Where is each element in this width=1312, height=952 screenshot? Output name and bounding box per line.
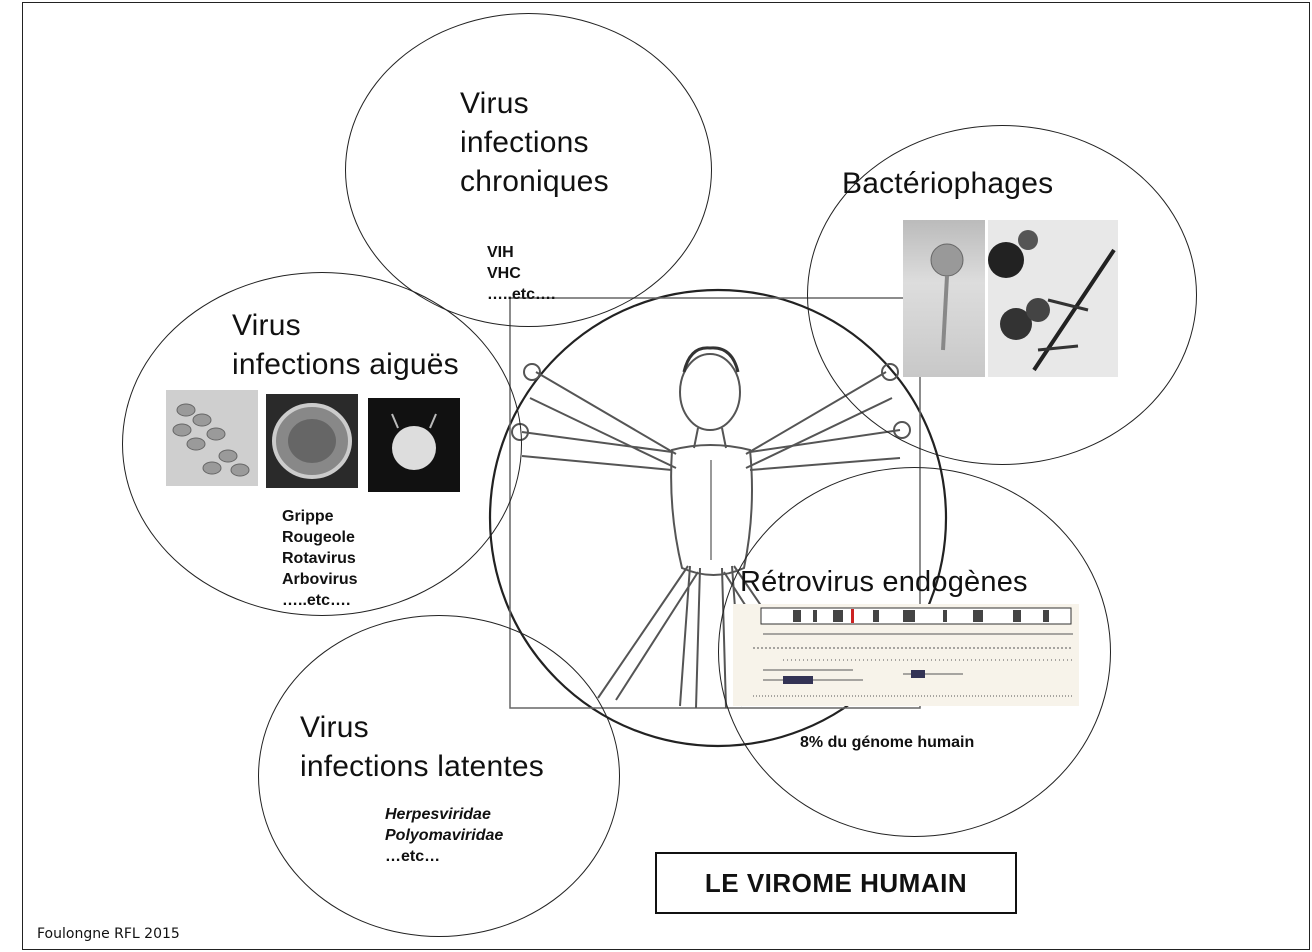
acute-item: Arbovirus	[282, 569, 358, 590]
acute-title-line-2: infections aiguës	[232, 345, 459, 384]
acute-item: Rotavirus	[282, 548, 358, 569]
acute-virus-micrograph-2	[266, 394, 358, 488]
acute-title: Virus infections aiguës	[232, 306, 459, 384]
acute-item: Grippe	[282, 506, 358, 527]
bacteriophage-micrograph-2	[988, 220, 1118, 377]
latent-title-line-2: infections latentes	[300, 747, 544, 786]
source-credit: Foulongne RFL 2015	[37, 926, 180, 942]
retrovirus-note: 8% du génome humain	[800, 732, 974, 753]
chronic-title-line-3: chroniques	[460, 162, 609, 201]
acute-item: Rougeole	[282, 527, 358, 548]
acute-item: …..etc….	[282, 590, 358, 611]
chronic-title: Virus infections chroniques	[460, 84, 609, 201]
chronic-items: VIH VHC …..etc….	[487, 242, 555, 305]
bacteriophage-micrograph-1	[903, 220, 985, 377]
acute-items: Grippe Rougeole Rotavirus Arbovirus …..e…	[282, 506, 358, 611]
latent-title-line-1: Virus	[300, 708, 544, 747]
latent-title: Virus infections latentes	[300, 708, 544, 786]
acute-title-line-1: Virus	[232, 306, 459, 345]
genome-browser-screenshot	[733, 604, 1079, 706]
latent-items: Herpesviridae Polyomaviridae …etc…	[385, 804, 503, 867]
chronic-title-line-2: infections	[460, 123, 609, 162]
chronic-item: VHC	[487, 263, 555, 284]
chronic-item: …..etc….	[487, 284, 555, 305]
retrovirus-title: Rétrovirus endogènes	[740, 563, 1028, 602]
bacteriophages-title: Bactériophages	[842, 164, 1053, 203]
latent-item: …etc…	[385, 846, 503, 867]
diagram-label-box: LE VIROME HUMAIN	[655, 852, 1017, 914]
chronic-title-line-1: Virus	[460, 84, 609, 123]
acute-virus-micrograph-1	[166, 390, 258, 486]
chronic-item: VIH	[487, 242, 555, 263]
latent-item: Polyomaviridae	[385, 825, 503, 846]
latent-item: Herpesviridae	[385, 804, 503, 825]
acute-virus-micrograph-3	[368, 398, 460, 492]
